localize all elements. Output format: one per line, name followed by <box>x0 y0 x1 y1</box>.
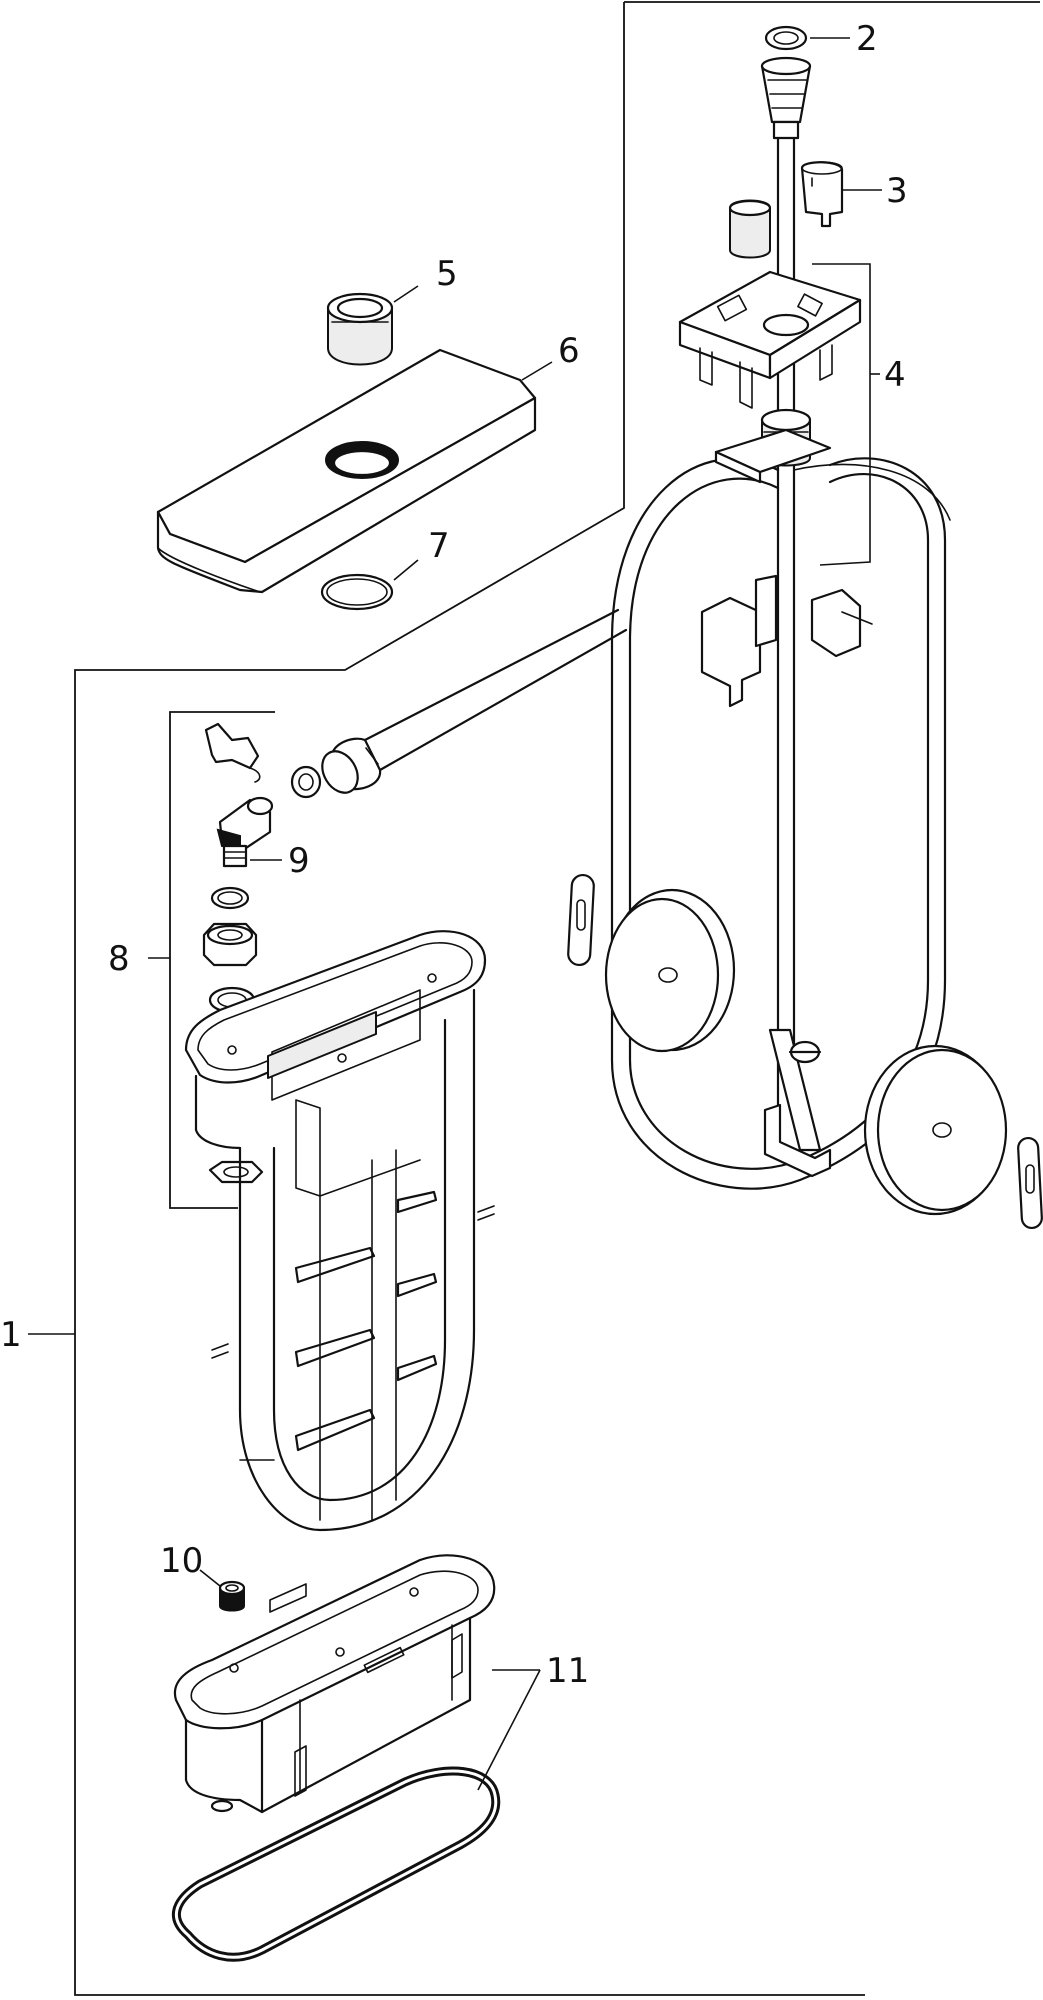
part-2-seal <box>764 25 808 51</box>
group-8-fittings <box>202 608 628 1184</box>
group-8-frame <box>169 711 275 1209</box>
callout-6: 6 <box>558 331 580 371</box>
callout-8: 8 <box>108 939 130 979</box>
part-7-o-ring <box>320 573 394 611</box>
part-11-install-box <box>173 1554 496 1814</box>
part-11-seal-gasket <box>172 1766 501 1962</box>
part-3-hose-guide <box>728 161 844 259</box>
part-10-insert <box>218 1580 246 1612</box>
leader-lines <box>28 37 882 1791</box>
callout-3: 3 <box>886 171 908 211</box>
callout-5: 5 <box>436 254 458 294</box>
part-6-deck-plate <box>156 348 537 594</box>
hose-weight-wheels <box>567 873 1043 1230</box>
callout-7: 7 <box>428 526 450 566</box>
callout-2: 2 <box>856 19 878 59</box>
callout-9: 9 <box>288 841 310 881</box>
callout-4: 4 <box>884 355 906 395</box>
callout-10: 10 <box>160 1541 203 1581</box>
housing-body <box>184 930 495 1532</box>
spray-head <box>760 56 812 140</box>
callout-11: 11 <box>546 1651 589 1691</box>
callout-1: 1 <box>0 1315 22 1355</box>
assembly-1-frame <box>74 1 1040 1996</box>
part-5-threaded-sleeve <box>326 292 394 366</box>
part-4-mounting-bracket <box>678 270 873 708</box>
callout-labels: 1 2 3 4 5 6 7 8 9 10 11 <box>0 19 908 1691</box>
